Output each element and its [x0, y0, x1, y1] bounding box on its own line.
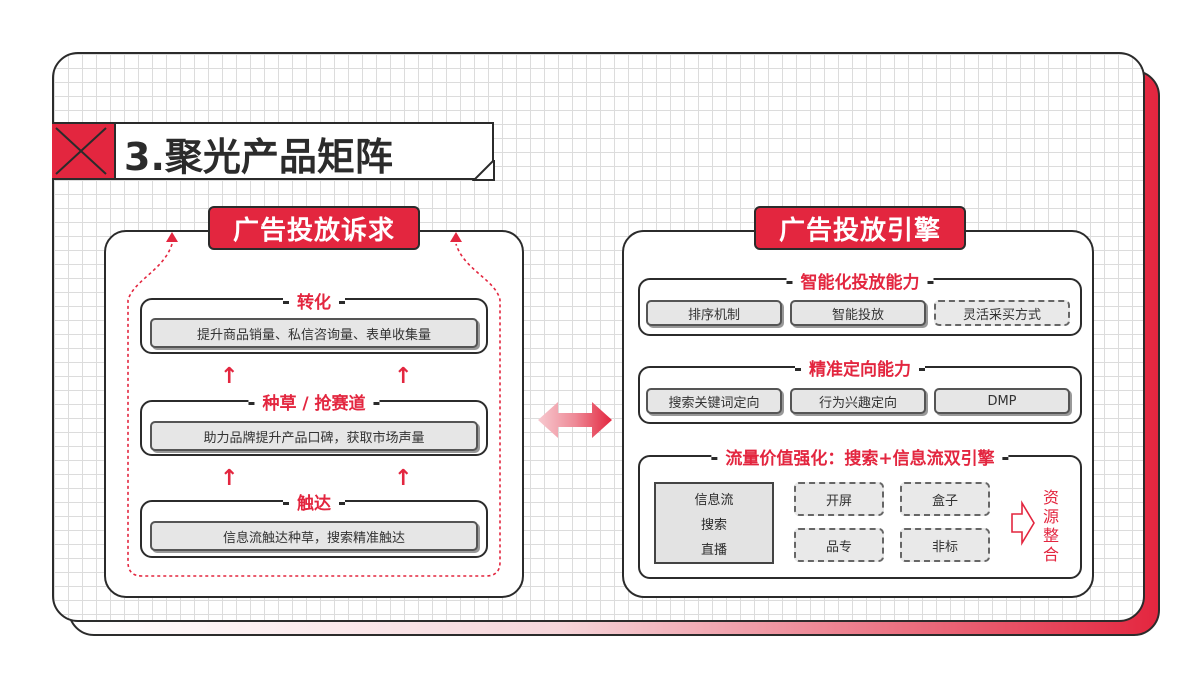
x-icon	[52, 122, 114, 180]
box-bar: 盒子	[900, 482, 990, 516]
outline-arrow-icon	[1011, 500, 1035, 546]
reach-bar: 信息流触达种草，搜索精准触达	[150, 521, 478, 551]
resource-integration-label: 资源整合	[1042, 488, 1059, 564]
precise-title: 精准定向能力	[795, 355, 925, 380]
up-arrow-icon: ↑	[220, 466, 239, 491]
sorting-bar: 排序机制	[646, 300, 782, 326]
channel-search: 搜索	[700, 517, 727, 533]
keyword-targeting-bar: 搜索关键词定向	[646, 388, 782, 414]
non-standard-bar: 非标	[900, 528, 990, 562]
flexible-buying-bar: 灵活采买方式	[934, 300, 1070, 326]
splash-bar: 开屏	[794, 482, 884, 516]
demand-panel-tag: 广告投放诉求	[208, 206, 420, 250]
up-arrow-icon: ↑	[220, 364, 239, 389]
page-title: 3.聚光产品矩阵	[124, 135, 393, 179]
reach-title: 触达	[283, 489, 345, 514]
page-fold-icon	[472, 160, 495, 181]
channel-live: 直播	[700, 542, 727, 558]
dmp-bar: DMP	[934, 388, 1070, 414]
conversion-bar: 提升商品销量、私信咨询量、表单收集量	[150, 318, 478, 348]
up-arrow-icon: ↑	[394, 364, 413, 389]
up-arrow-icon: ↑	[394, 466, 413, 491]
channel-stack: 信息流 搜索 直播	[654, 482, 774, 564]
channel-feed: 信息流	[694, 492, 734, 508]
seeding-title: 种草 / 抢赛道	[248, 389, 380, 414]
intelligent-title: 智能化投放能力	[786, 268, 934, 293]
brand-zone-bar: 品专	[794, 528, 884, 562]
double-arrow-icon	[538, 402, 612, 438]
seeding-bar: 助力品牌提升产品口碑，获取市场声量	[150, 421, 478, 451]
conversion-title: 转化	[283, 288, 345, 313]
feedback-loop	[127, 232, 501, 577]
title-box	[114, 122, 494, 180]
interest-targeting-bar: 行为兴趣定向	[790, 388, 926, 414]
traffic-title: 流量价值强化：搜索+信息流双引擎	[711, 444, 1009, 469]
smart-delivery-bar: 智能投放	[790, 300, 926, 326]
engine-panel-tag: 广告投放引擎	[754, 206, 966, 250]
